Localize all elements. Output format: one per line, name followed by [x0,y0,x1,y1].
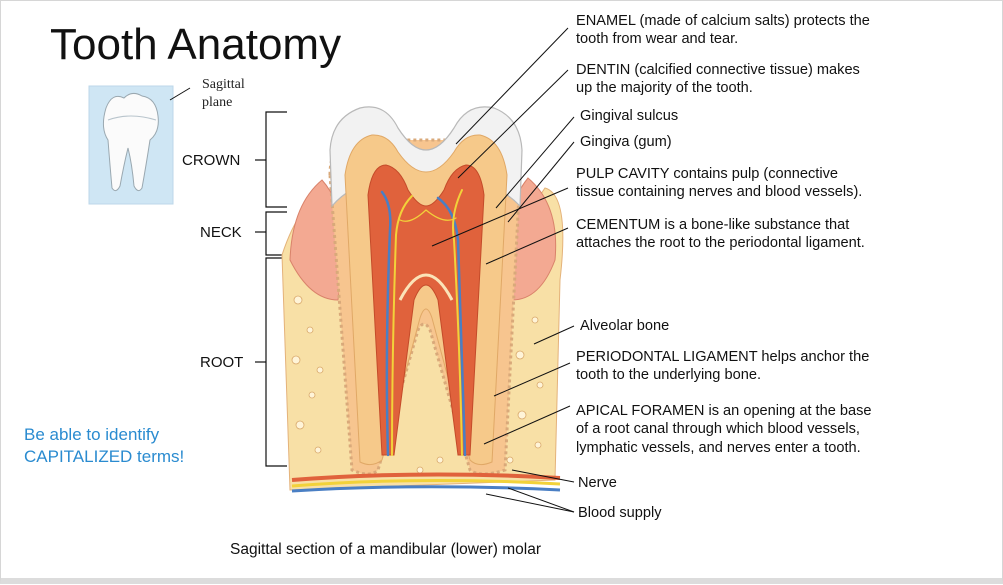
figure-caption: Sagittal section of a mandibular (lower)… [230,541,541,558]
label-apical-foramen: APICAL FORAMEN is an opening at the base… [576,402,872,457]
artery-base [291,472,561,482]
label-periodontal-line-1: PERIODONTAL LIGAMENT helps anchor the [576,349,870,365]
region-crown-label: CROWN [182,152,241,169]
label-apical-line-3: lymphatic vessels, and nerves enter a to… [576,439,861,456]
label-gingival-sulcus: Gingival sulcus [580,108,679,124]
label-dentin-line-2: up the majority of the tooth. [576,80,753,97]
label-alveolar-bone: Alveolar bone [580,318,670,334]
label-pulp-cavity: PULP CAVITY contains pulp (connective ti… [576,165,862,202]
label-pulp-line-2: tissue containing nerves and blood vesse… [576,184,863,201]
sagittal-line-2: plane [202,95,233,110]
region-root-label: ROOT [200,354,244,371]
note-line-2: CAPITALIZED terms! [24,447,185,466]
leader-lines [431,27,575,513]
sagittal-thumbnail [88,85,174,205]
label-enamel-line-2: tooth from wear and tear. [576,31,739,48]
slide-title: Tooth Anatomy [50,20,342,69]
label-periodontal-line-2: tooth to the underlying bone. [576,367,761,384]
label-dentin-line-1: DENTIN (calcified connective tissue) mak… [576,62,860,78]
nerve-base [291,478,561,488]
nerves-vessels [380,189,467,457]
sagittal-plane-label: Sagittal plane [202,76,245,112]
capitalized-terms-note: Be able to identify CAPITALIZED terms! [24,424,184,468]
sagittal-line-1: Sagittal [202,77,245,92]
label-periodontal-ligament: PERIODONTAL LIGAMENT helps anchor the to… [576,348,869,385]
label-cementum-line-1: CEMENTUM is a bone-like substance that [576,217,850,233]
region-brackets [255,111,287,467]
pulp-cavity [367,164,485,456]
label-gingiva: Gingiva (gum) [580,134,672,150]
label-pulp-line-1: PULP CAVITY contains pulp (connective [576,166,839,182]
pulp-inner-band [398,273,454,301]
label-dentin: DENTIN (calcified connective tissue) mak… [576,61,860,98]
label-apical-line-2: of a root canal through which blood vess… [576,421,860,438]
label-cementum: CEMENTUM is a bone-like substance that a… [576,216,865,253]
sagittal-pointer [169,87,191,101]
note-line-1: Be able to identify [24,425,160,444]
region-neck-label: NECK [200,224,242,241]
label-enamel-line-1: ENAMEL (made of calcium salts) protects … [576,13,870,29]
label-blood-supply: Blood supply [578,505,662,521]
vein-base [291,485,561,493]
label-cementum-line-2: attaches the root to the periodontal lig… [576,235,865,252]
label-nerve: Nerve [578,475,617,491]
label-enamel: ENAMEL (made of calcium salts) protects … [576,12,870,49]
label-apical-line-1: APICAL FORAMEN is an opening at the base [576,403,872,419]
